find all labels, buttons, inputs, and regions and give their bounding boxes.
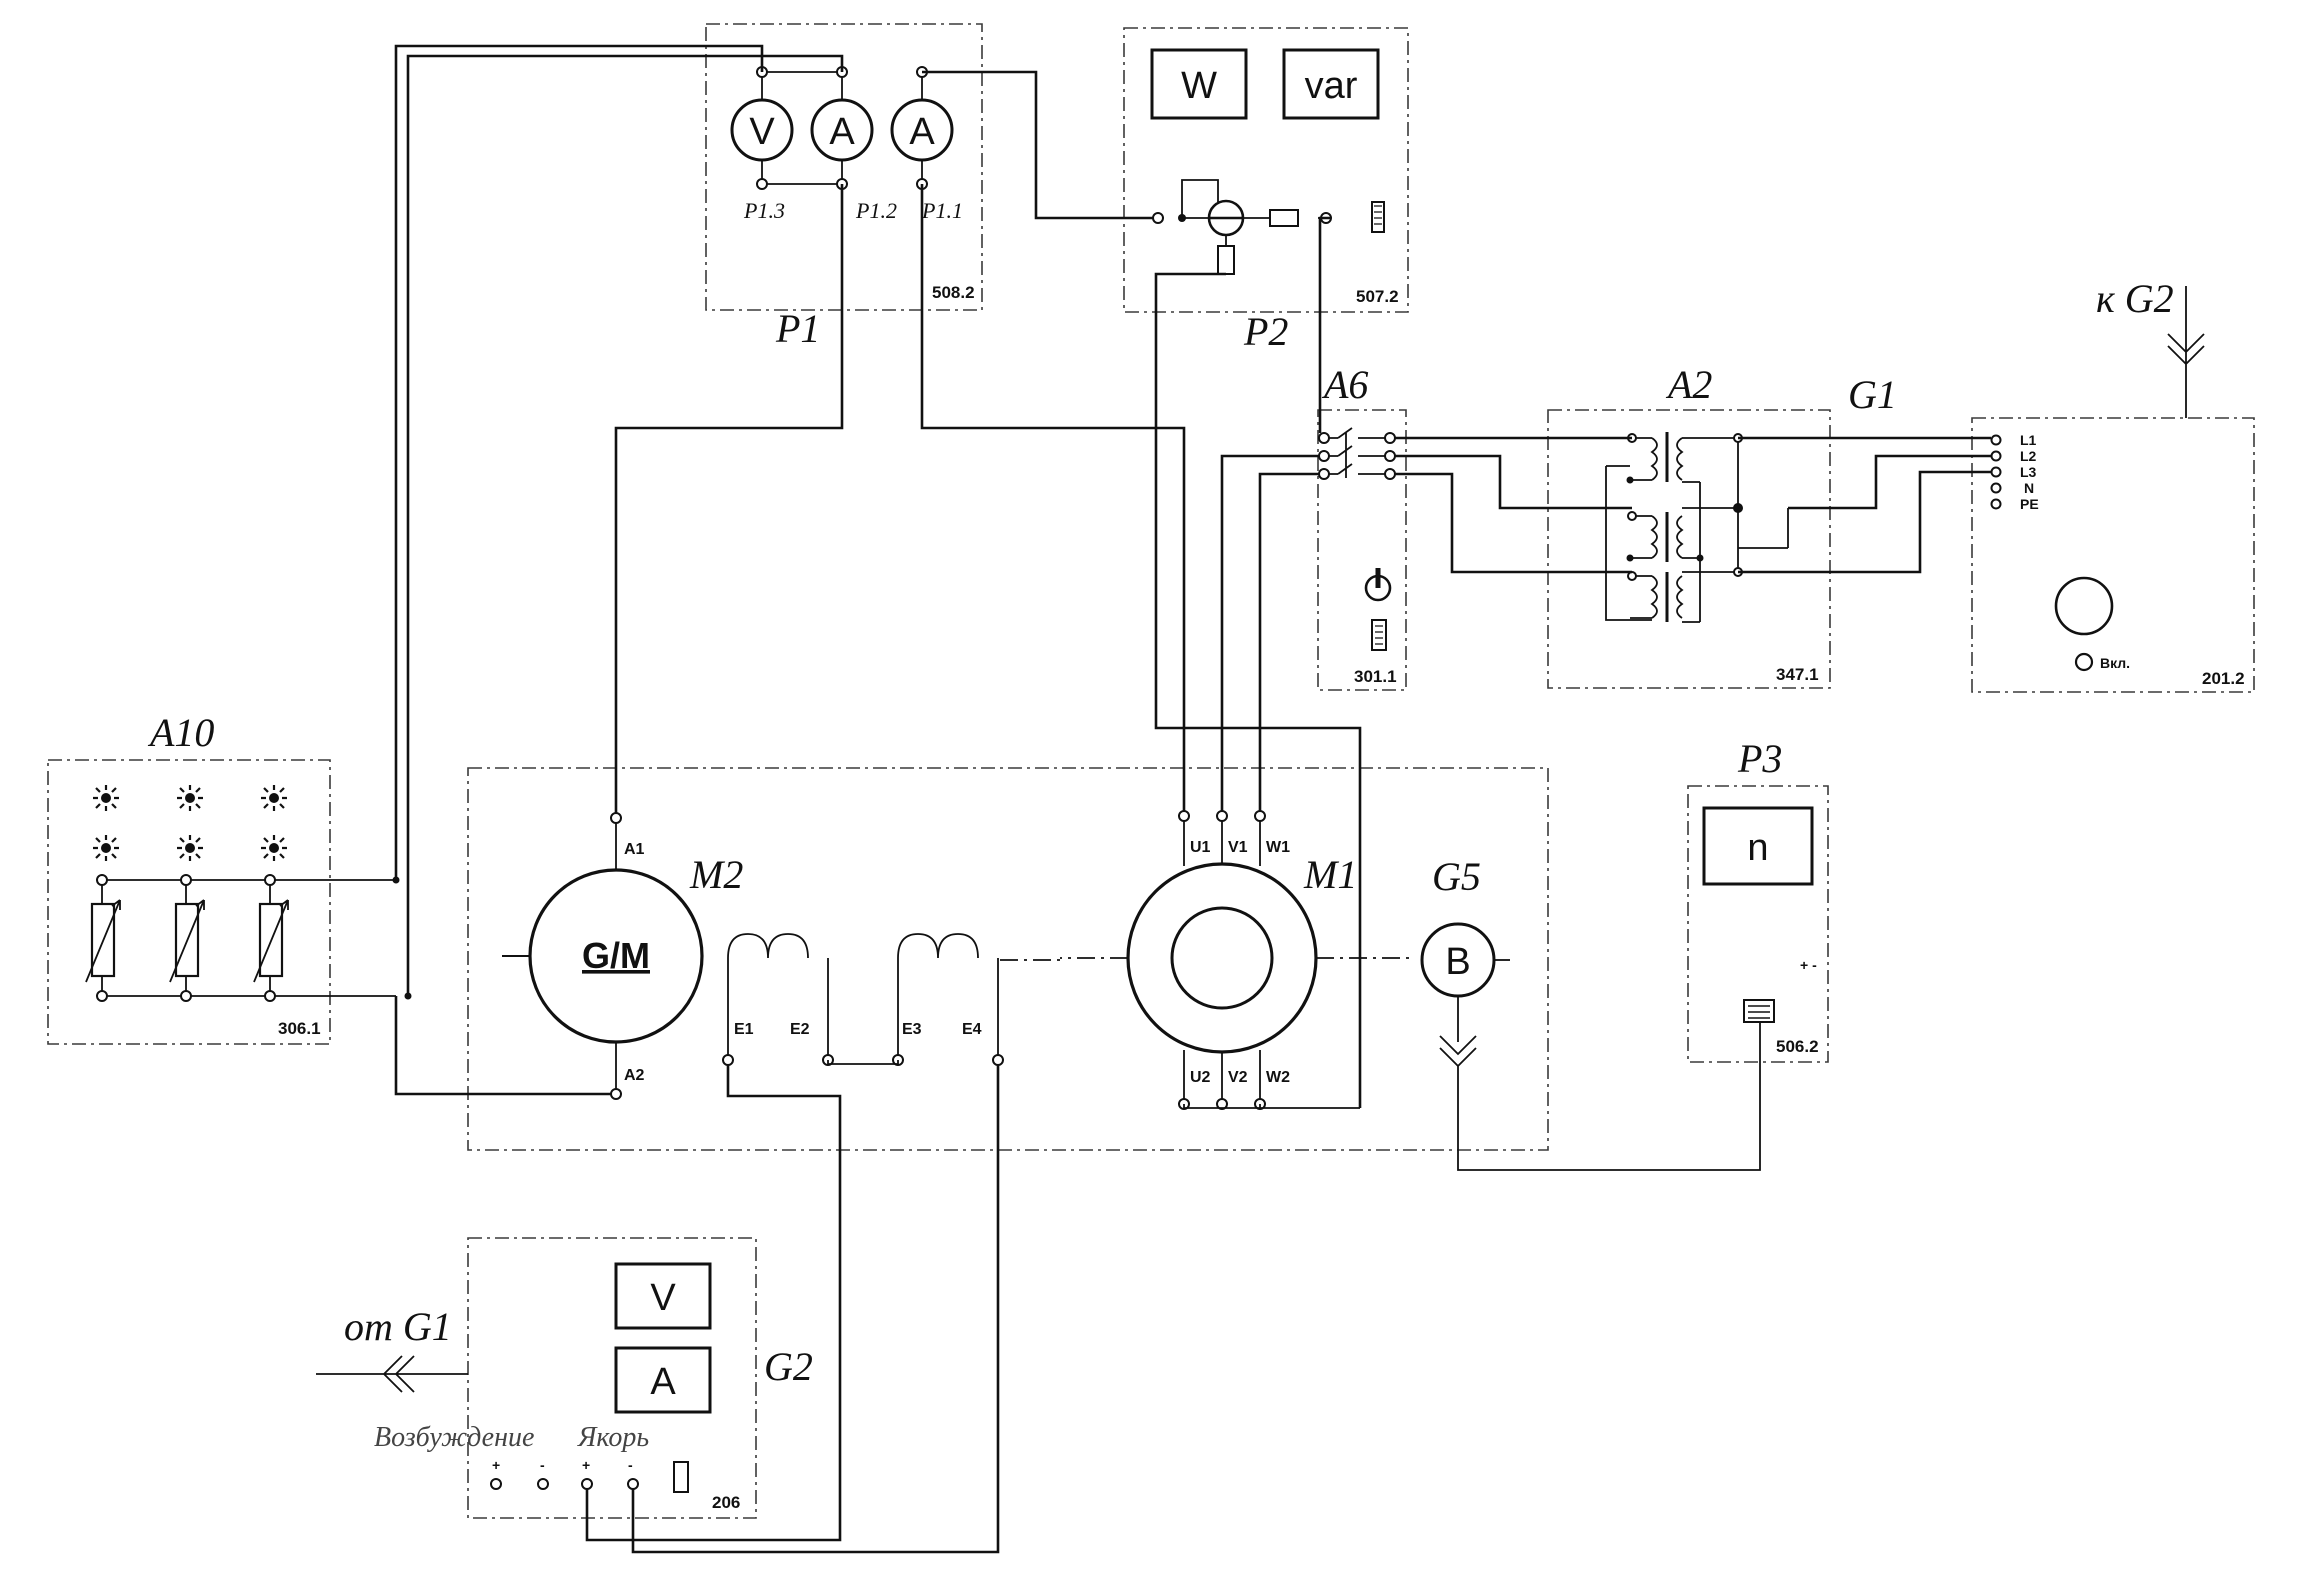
g2-display-a-text: A: [650, 1361, 676, 1403]
g1-main-switch[interactable]: [2054, 576, 2114, 636]
p1-meter-1-symbol: V: [749, 111, 775, 153]
p1-frame: [705, 23, 983, 311]
rheostat-icon: [85, 874, 396, 1002]
p1-meter-3-symbol: A: [909, 111, 935, 153]
m2-terminal-a2: A2: [624, 1067, 645, 1084]
p2-frame: [1123, 27, 1409, 313]
motor-frame: [467, 767, 1549, 1151]
m1-terminal-u2: U2: [1190, 1069, 1211, 1086]
ammeter-icon: A: [890, 98, 954, 162]
g1-terminal-l3: L3: [2020, 464, 2037, 480]
p3-display: [1702, 806, 1814, 886]
m2-terminal-e4: E4: [962, 1021, 982, 1038]
g2-display-a: [614, 1346, 712, 1414]
m1-terminal-w2: W2: [1266, 1069, 1290, 1086]
g2-frame: [467, 1237, 757, 1519]
g1-frame: [1971, 417, 2255, 693]
a2-label: A2: [1665, 362, 1712, 407]
g1-terminal-pe: PE: [2020, 496, 2039, 512]
p2-label: P2: [1243, 309, 1288, 354]
g1-terminal-l1: L1: [2020, 432, 2037, 448]
m1-label: M1: [1303, 852, 1357, 897]
g2-feed-label: от G1: [344, 1304, 452, 1349]
m1-terminal-u1: U1: [1190, 839, 1211, 856]
p3-frame: [1687, 785, 1829, 1063]
m1-terminal-w1: W1: [1266, 839, 1290, 856]
g2-code: 206: [712, 1493, 740, 1512]
g5-symbol: B: [1445, 941, 1470, 983]
g2-display-v-text: V: [650, 1277, 676, 1319]
a2-frame: [1547, 409, 1831, 689]
g2-polarity-2: -: [540, 1457, 545, 1473]
g1-terminal-n: N: [2024, 480, 2034, 496]
a6-code: 301.1: [1354, 667, 1397, 686]
m1-terminal-v2: V2: [1228, 1069, 1248, 1086]
p3-code: 506.2: [1776, 1037, 1819, 1056]
g1-feed-label: к G2: [2096, 276, 2174, 321]
g1-code: 201.2: [2202, 669, 2245, 688]
p1-meter-2-symbol: A: [829, 111, 855, 153]
a10-label: A10: [147, 710, 214, 755]
indicator-icon: [1371, 619, 1387, 651]
p3-label: P3: [1737, 736, 1782, 781]
m2-terminal-e3: E3: [902, 1021, 922, 1038]
g2-label: G2: [764, 1344, 813, 1389]
m2-terminal-e1: E1: [734, 1021, 754, 1038]
p2-code: 507.2: [1356, 287, 1399, 306]
plug-icon: [2167, 286, 2205, 418]
m2-symbol: G/M: [582, 935, 650, 976]
switch-icon: [1318, 427, 1396, 480]
lamp-icon: [91, 783, 289, 863]
p2-display-w-text: W: [1181, 65, 1217, 107]
g5-label: G5: [1432, 854, 1481, 899]
p2-display-var: [1282, 48, 1380, 120]
indicator-icon: [673, 1461, 689, 1493]
m2-terminal-a1: A1: [624, 841, 645, 858]
g2-polarity-1: +: [492, 1457, 500, 1473]
m2-label: M2: [689, 852, 743, 897]
a10-frame: [47, 759, 331, 1045]
p2-display-var-text: var: [1305, 65, 1358, 107]
p2-display-w: [1150, 48, 1248, 120]
ammeter-icon: A: [810, 98, 874, 162]
p1-terminal-label-1: P1.3: [743, 198, 785, 223]
m2-terminal-e2: E2: [790, 1021, 810, 1038]
g1-power-lamp: [2074, 652, 2094, 672]
g2-armature-label: Якорь: [577, 1422, 649, 1453]
plug-icon: [1439, 996, 1761, 1171]
g2-display-v: [614, 1262, 712, 1330]
p1-code: 508.2: [932, 283, 975, 302]
g2-excitation-label: Возбуждение: [374, 1422, 534, 1453]
g2-polarity-3: +: [582, 1457, 590, 1473]
p3-display-text: n: [1747, 827, 1768, 869]
m1-terminal-v1: V1: [1228, 839, 1248, 856]
g1-switch-label: Вкл.: [2100, 655, 2130, 671]
knob-icon: [1364, 568, 1392, 602]
a10-code: 306.1: [278, 1019, 321, 1038]
a6-label: A6: [1321, 362, 1368, 407]
a6-frame: [1317, 409, 1407, 691]
transformer-coil-icon: [1605, 432, 1789, 623]
g1-label: G1: [1848, 372, 1897, 417]
p3-polarity: + -: [1800, 957, 1817, 973]
g2-polarity-4: -: [628, 1457, 633, 1473]
p1-terminal-label-2: P1.2: [855, 198, 897, 223]
g1-terminal-l2: L2: [2020, 448, 2037, 464]
p1-label: P1: [775, 306, 820, 351]
p1-terminal-label-3: P1.1: [921, 198, 963, 223]
plug-icon: [316, 1355, 468, 1393]
a2-code: 347.1: [1776, 665, 1819, 684]
voltmeter-icon: V: [730, 98, 794, 162]
